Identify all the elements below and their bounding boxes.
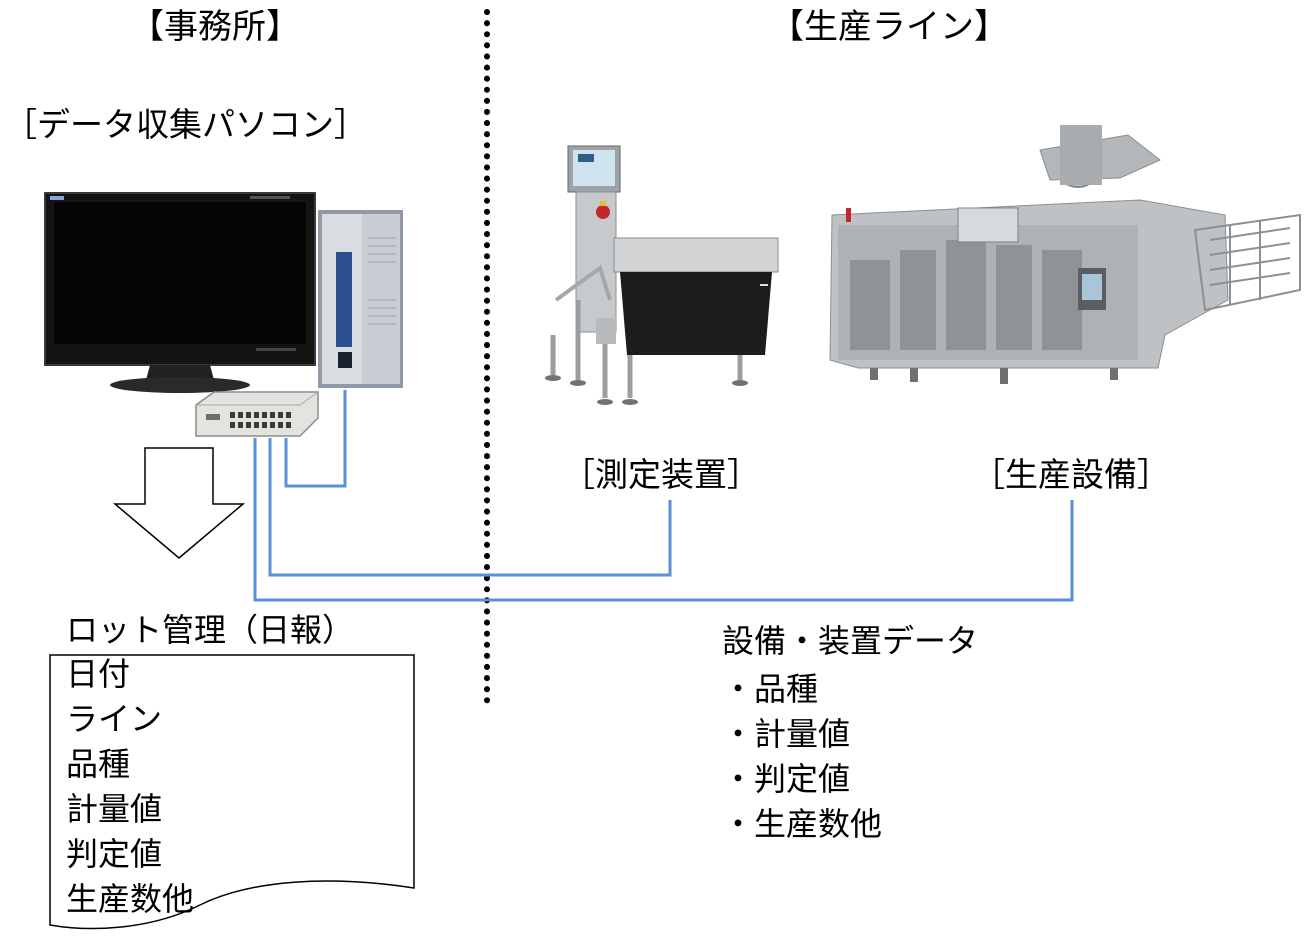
lot-report-item: 日付 (66, 655, 131, 693)
monitor-icon (44, 192, 316, 393)
production-machine-icon (829, 125, 1301, 384)
equipment-data-item: ・生産数他 (722, 805, 883, 843)
document-icon (49, 654, 415, 930)
lot-report-item: 生産数他 (66, 880, 195, 918)
equipment-data-item: ・計量値 (722, 715, 851, 753)
lot-report-item: 計量値 (66, 790, 163, 828)
cable-production-equipment (253, 438, 1074, 602)
equipment-data-title: 設備・装置データ (722, 622, 979, 660)
production-equipment-label: ［生産設備］ (972, 455, 1170, 494)
pc-tower-icon (318, 210, 403, 388)
down-arrow-icon (112, 447, 246, 559)
equipment-data-item: ・判定値 (722, 760, 851, 798)
checkweigher-icon (545, 145, 779, 405)
equipment-data-item: ・品種 (722, 670, 819, 708)
lot-report-item: 判定値 (66, 835, 163, 873)
section-office-title: 【事務所】 (130, 7, 300, 47)
lot-report-item: ライン (66, 700, 163, 738)
lot-report-title: ロット管理（日報） (66, 611, 355, 649)
lot-report-item: 品種 (66, 745, 131, 783)
cable-measuring-device (268, 438, 672, 577)
pc-label: ［データ収集パソコン］ (4, 105, 367, 144)
network-cables (253, 390, 1074, 602)
cable-pc-switch (284, 390, 347, 488)
network-switch-icon (195, 391, 319, 437)
section-production-title: 【生産ライン】 (770, 7, 1008, 47)
measuring-device-label: ［測定装置］ (562, 455, 760, 494)
